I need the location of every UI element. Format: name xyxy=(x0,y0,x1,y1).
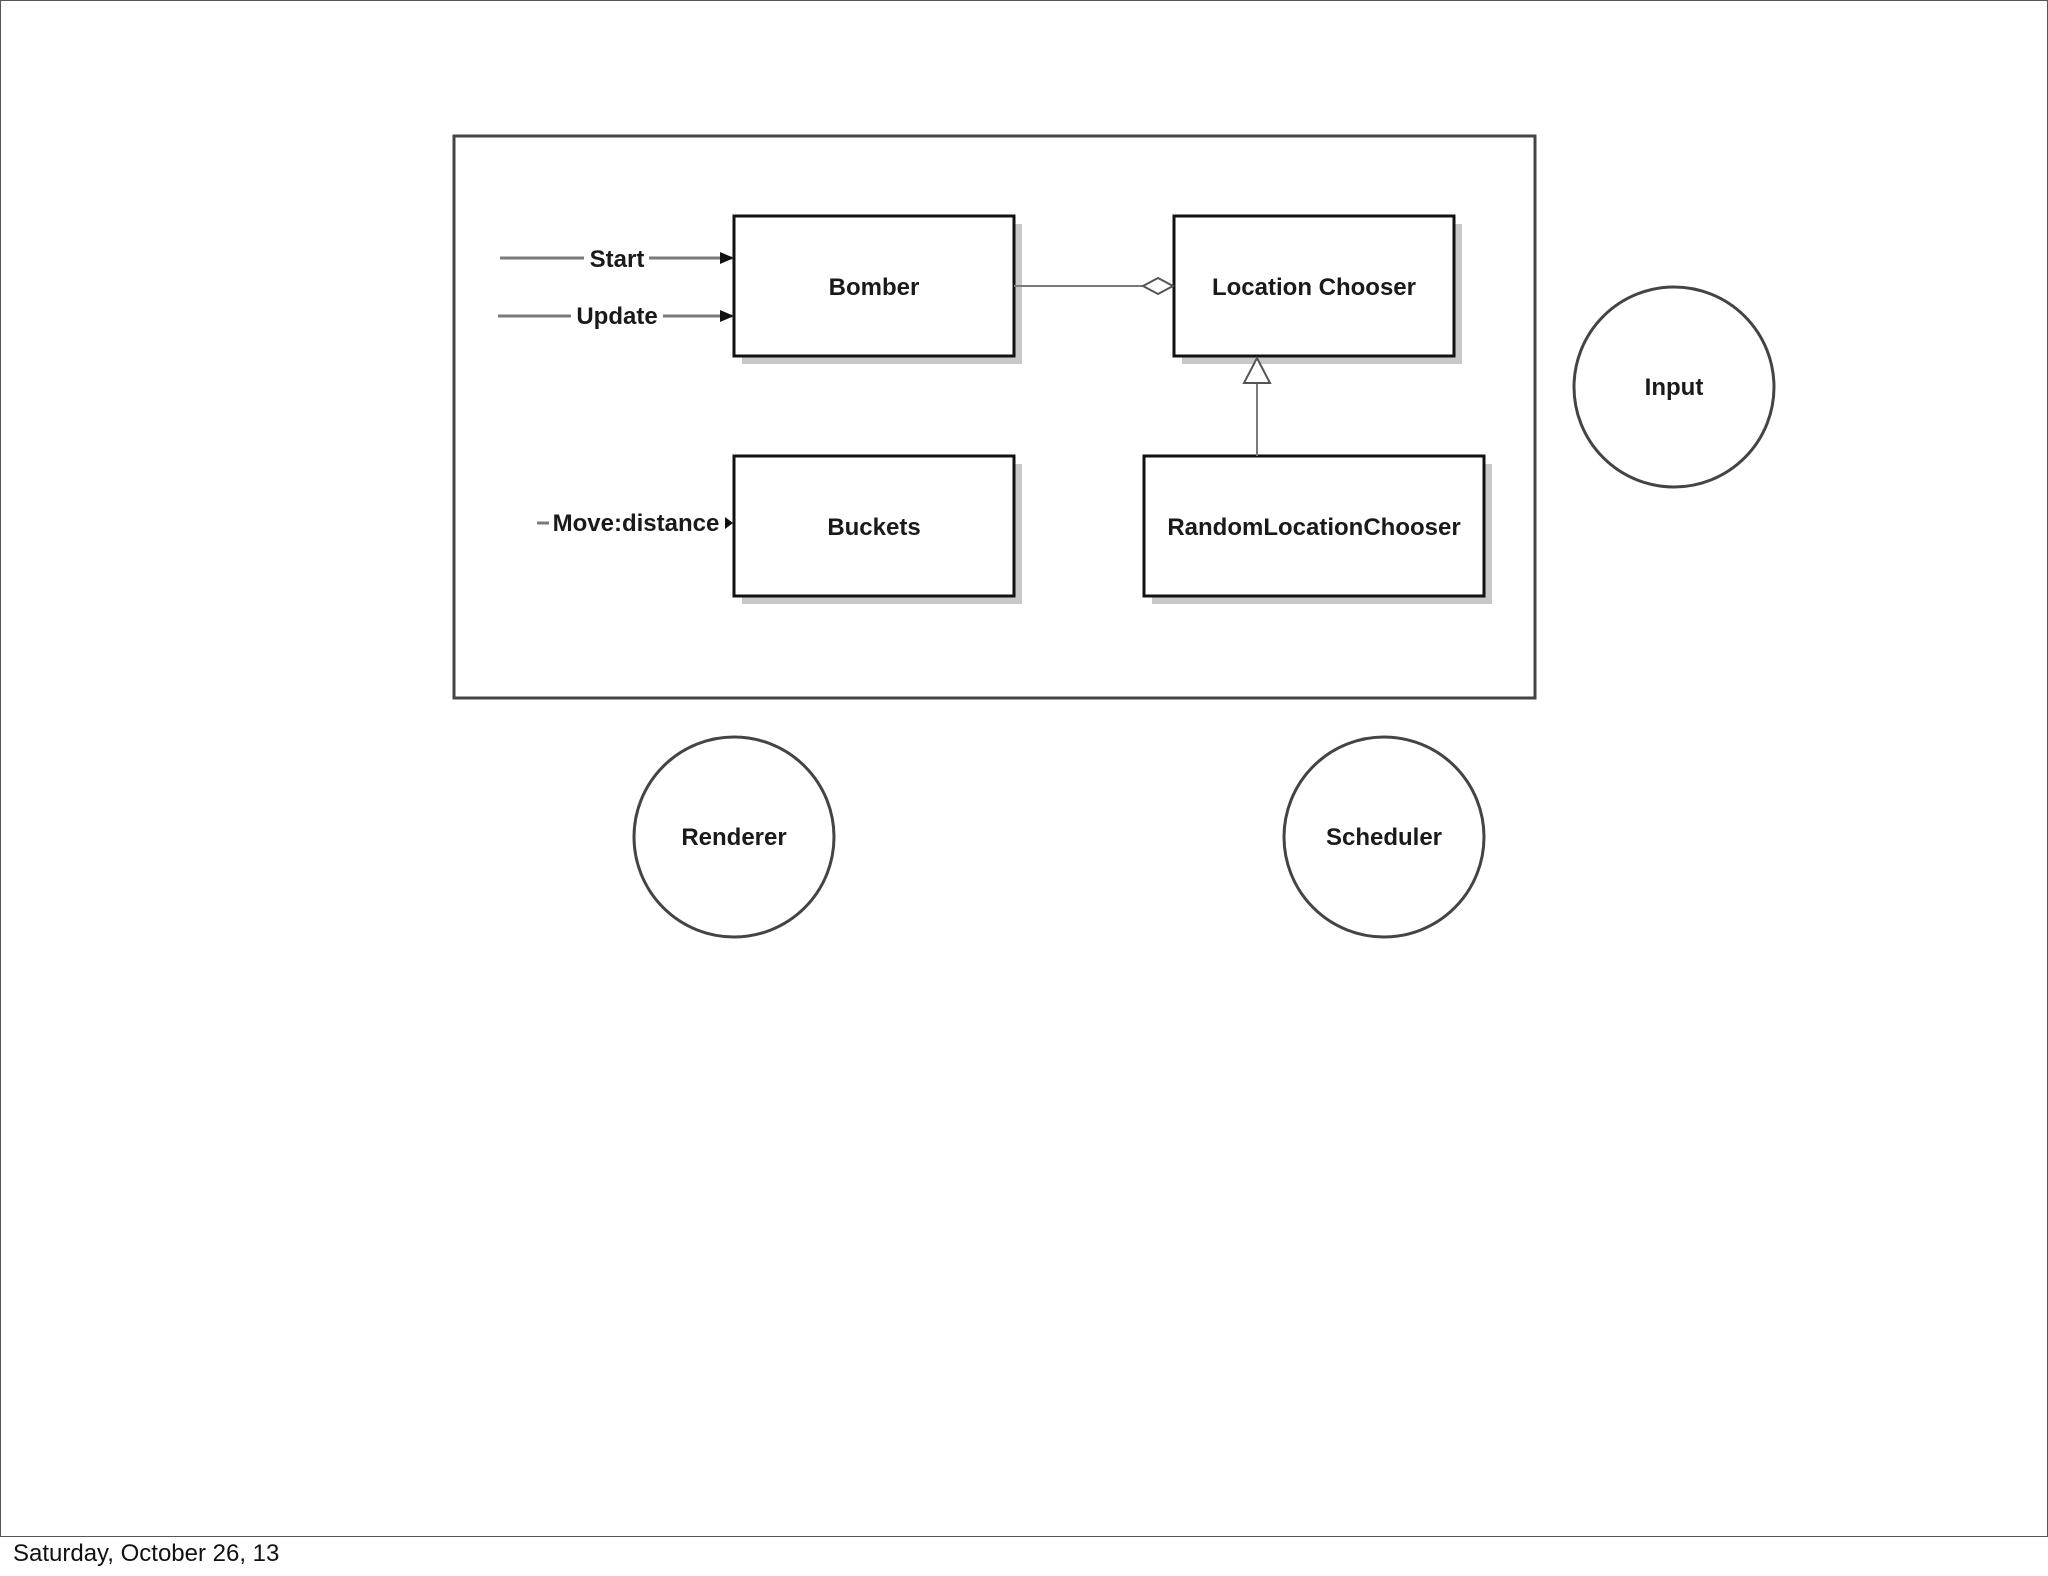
buckets-box xyxy=(732,454,1016,598)
bomber-box xyxy=(732,214,1016,358)
bomber-label: Bomber xyxy=(829,274,920,301)
move-label: Move:distance xyxy=(553,510,720,537)
location-chooser-box xyxy=(1172,214,1456,358)
start-input-arrow[interactable]: Start xyxy=(500,246,734,273)
scheduler-label: Scheduler xyxy=(1326,824,1442,851)
location-chooser-class[interactable]: Location Chooser xyxy=(1172,214,1462,364)
inheritance-triangle-icon xyxy=(1242,355,1272,384)
move-arrowhead-icon xyxy=(725,517,733,529)
input-circle xyxy=(1572,285,1776,489)
scheduler-node[interactable]: Scheduler xyxy=(1282,735,1486,939)
renderer-node[interactable]: Renderer xyxy=(632,735,836,939)
generalization-connector xyxy=(1242,355,1272,456)
system-boundary xyxy=(452,134,1537,700)
update-label: Update xyxy=(576,303,657,330)
input-node[interactable]: Input xyxy=(1572,285,1776,489)
slide-frame: Bomber Location Chooser Buckets RandomLo… xyxy=(0,0,2048,1537)
random-location-chooser-class[interactable]: RandomLocationChooser xyxy=(1142,454,1492,604)
renderer-label: Renderer xyxy=(681,824,786,851)
renderer-circle xyxy=(632,735,836,939)
buckets-class[interactable]: Buckets xyxy=(732,454,1022,604)
footer-date: Saturday, October 26, 13 xyxy=(13,1540,280,1567)
update-input-arrow[interactable]: Update xyxy=(498,303,734,330)
input-label: Input xyxy=(1645,374,1704,401)
diagram-canvas: Bomber Location Chooser Buckets RandomLo… xyxy=(452,134,1776,939)
scheduler-circle xyxy=(1282,735,1486,939)
bomber-class[interactable]: Bomber xyxy=(732,214,1022,364)
buckets-label: Buckets xyxy=(827,514,920,541)
start-label: Start xyxy=(590,246,645,273)
random-location-chooser-label: RandomLocationChooser xyxy=(1167,514,1460,541)
aggregation-connector xyxy=(1014,276,1176,296)
location-chooser-label: Location Chooser xyxy=(1212,274,1416,301)
move-input-arrow[interactable]: Move:distance xyxy=(537,510,733,537)
aggregation-diamond-icon xyxy=(1140,276,1176,296)
random-location-chooser-box xyxy=(1142,454,1486,598)
